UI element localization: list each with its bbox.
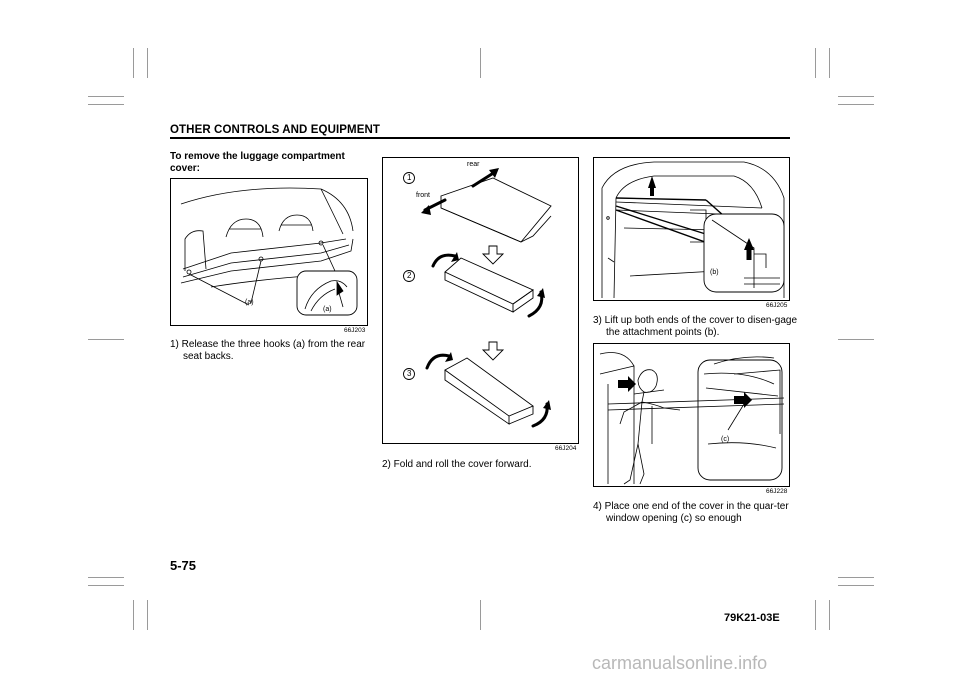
crop-mark: [147, 600, 148, 630]
crop-mark: [88, 96, 124, 97]
crop-mark: [838, 104, 874, 105]
quarter-window-label: (c): [721, 436, 730, 443]
crop-mark: [133, 600, 134, 630]
hook-label-detail: (a): [323, 306, 332, 313]
page-number: 5-75: [170, 558, 197, 573]
figure-66J204: 1 2 3 rear front: [382, 157, 579, 444]
instruction-step-2: 2) Fold and roll the cover forward.: [382, 459, 532, 470]
crop-mark: [829, 600, 830, 630]
direction-label-rear: rear: [467, 161, 480, 168]
figure-code: 66J228: [766, 488, 788, 495]
instruction-step-3: 3) Lift up both ends of the cover to dis…: [593, 315, 798, 338]
figure-66J205: (b): [593, 157, 790, 301]
crop-mark: [829, 48, 830, 78]
instruction-step-1: 1) Release the three hooks (a) from the …: [170, 339, 366, 362]
quarter-window-illustration: [599, 352, 785, 485]
cover-folding-illustration: [403, 168, 552, 428]
crop-mark: [88, 577, 124, 578]
figure-code: 66J203: [344, 327, 366, 334]
crop-mark: [815, 600, 816, 630]
page-header-title: OTHER CONTROLS AND EQUIPMENT: [170, 124, 381, 136]
header-rule: [170, 137, 790, 139]
crop-mark: [88, 585, 124, 586]
step-number: 3: [407, 369, 412, 378]
rear-seat-illustration: [180, 187, 358, 316]
crop-mark: [147, 48, 148, 78]
attachment-point-label: (b): [710, 269, 719, 276]
instruction-step-4: 4) Place one end of the cover in the qua…: [593, 501, 789, 524]
watermark: carmanualsonline.info: [592, 653, 768, 673]
document-code: 79K21-03E: [724, 612, 780, 624]
step-number: 1: [407, 173, 412, 182]
crop-mark: [838, 339, 874, 340]
crop-mark: [133, 48, 134, 78]
crop-mark: [838, 585, 874, 586]
hook-label: (a): [245, 299, 254, 306]
figure-code: 66J204: [555, 445, 577, 452]
crop-mark: [838, 577, 874, 578]
figure-code: 66J205: [766, 302, 788, 309]
figure-66J203: (a) (a): [170, 178, 368, 326]
crop-mark: [88, 339, 124, 340]
section-heading: To remove the luggage compartment cover:: [170, 151, 345, 174]
crop-mark: [815, 48, 816, 78]
cargo-area-illustration: [601, 161, 785, 299]
crop-mark: [480, 600, 481, 630]
crop-mark: [838, 96, 874, 97]
crop-mark: [480, 48, 481, 78]
direction-label-front: front: [416, 192, 431, 199]
crop-mark: [88, 104, 124, 105]
step-number: 2: [407, 271, 412, 280]
figure-66J228: (c): [593, 343, 790, 487]
